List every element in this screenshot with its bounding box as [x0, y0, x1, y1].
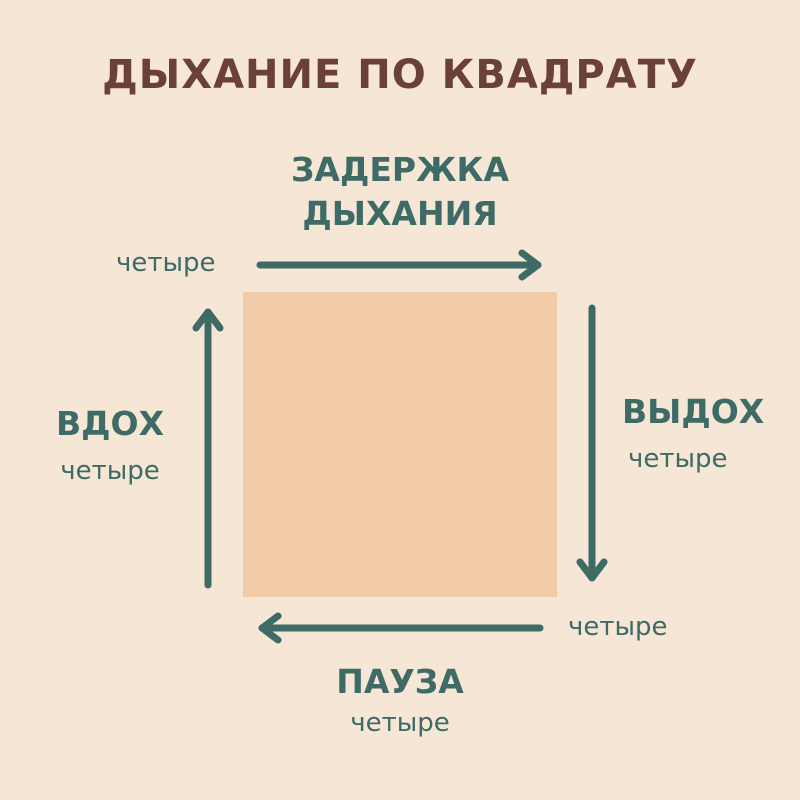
inhale-count: четыре — [60, 456, 160, 486]
page-title: ДЫХАНИЕ ПО КВАДРАТУ — [102, 52, 698, 98]
hold-label-line2: ДЫХАНИЯ — [302, 194, 498, 233]
exhale-label: ВЫДОХ — [622, 392, 765, 431]
hold-label: ЗАДЕРЖКА ДЫХАНИЯ — [250, 148, 550, 236]
pause-label: ПАУЗА — [336, 662, 464, 701]
pause-count: четыре — [350, 708, 450, 738]
pause-count-right: четыре — [568, 612, 668, 642]
inhale-label: ВДОХ — [55, 404, 165, 443]
hold-label-line1: ЗАДЕРЖКА — [290, 150, 509, 189]
left-arrow-icon — [258, 612, 544, 644]
down-arrow-icon — [576, 304, 608, 582]
exhale-count: четыре — [628, 444, 728, 474]
breathing-square — [243, 292, 557, 597]
right-arrow-icon — [256, 249, 542, 281]
up-arrow-icon — [192, 308, 224, 589]
hold-count: четыре — [116, 248, 216, 278]
